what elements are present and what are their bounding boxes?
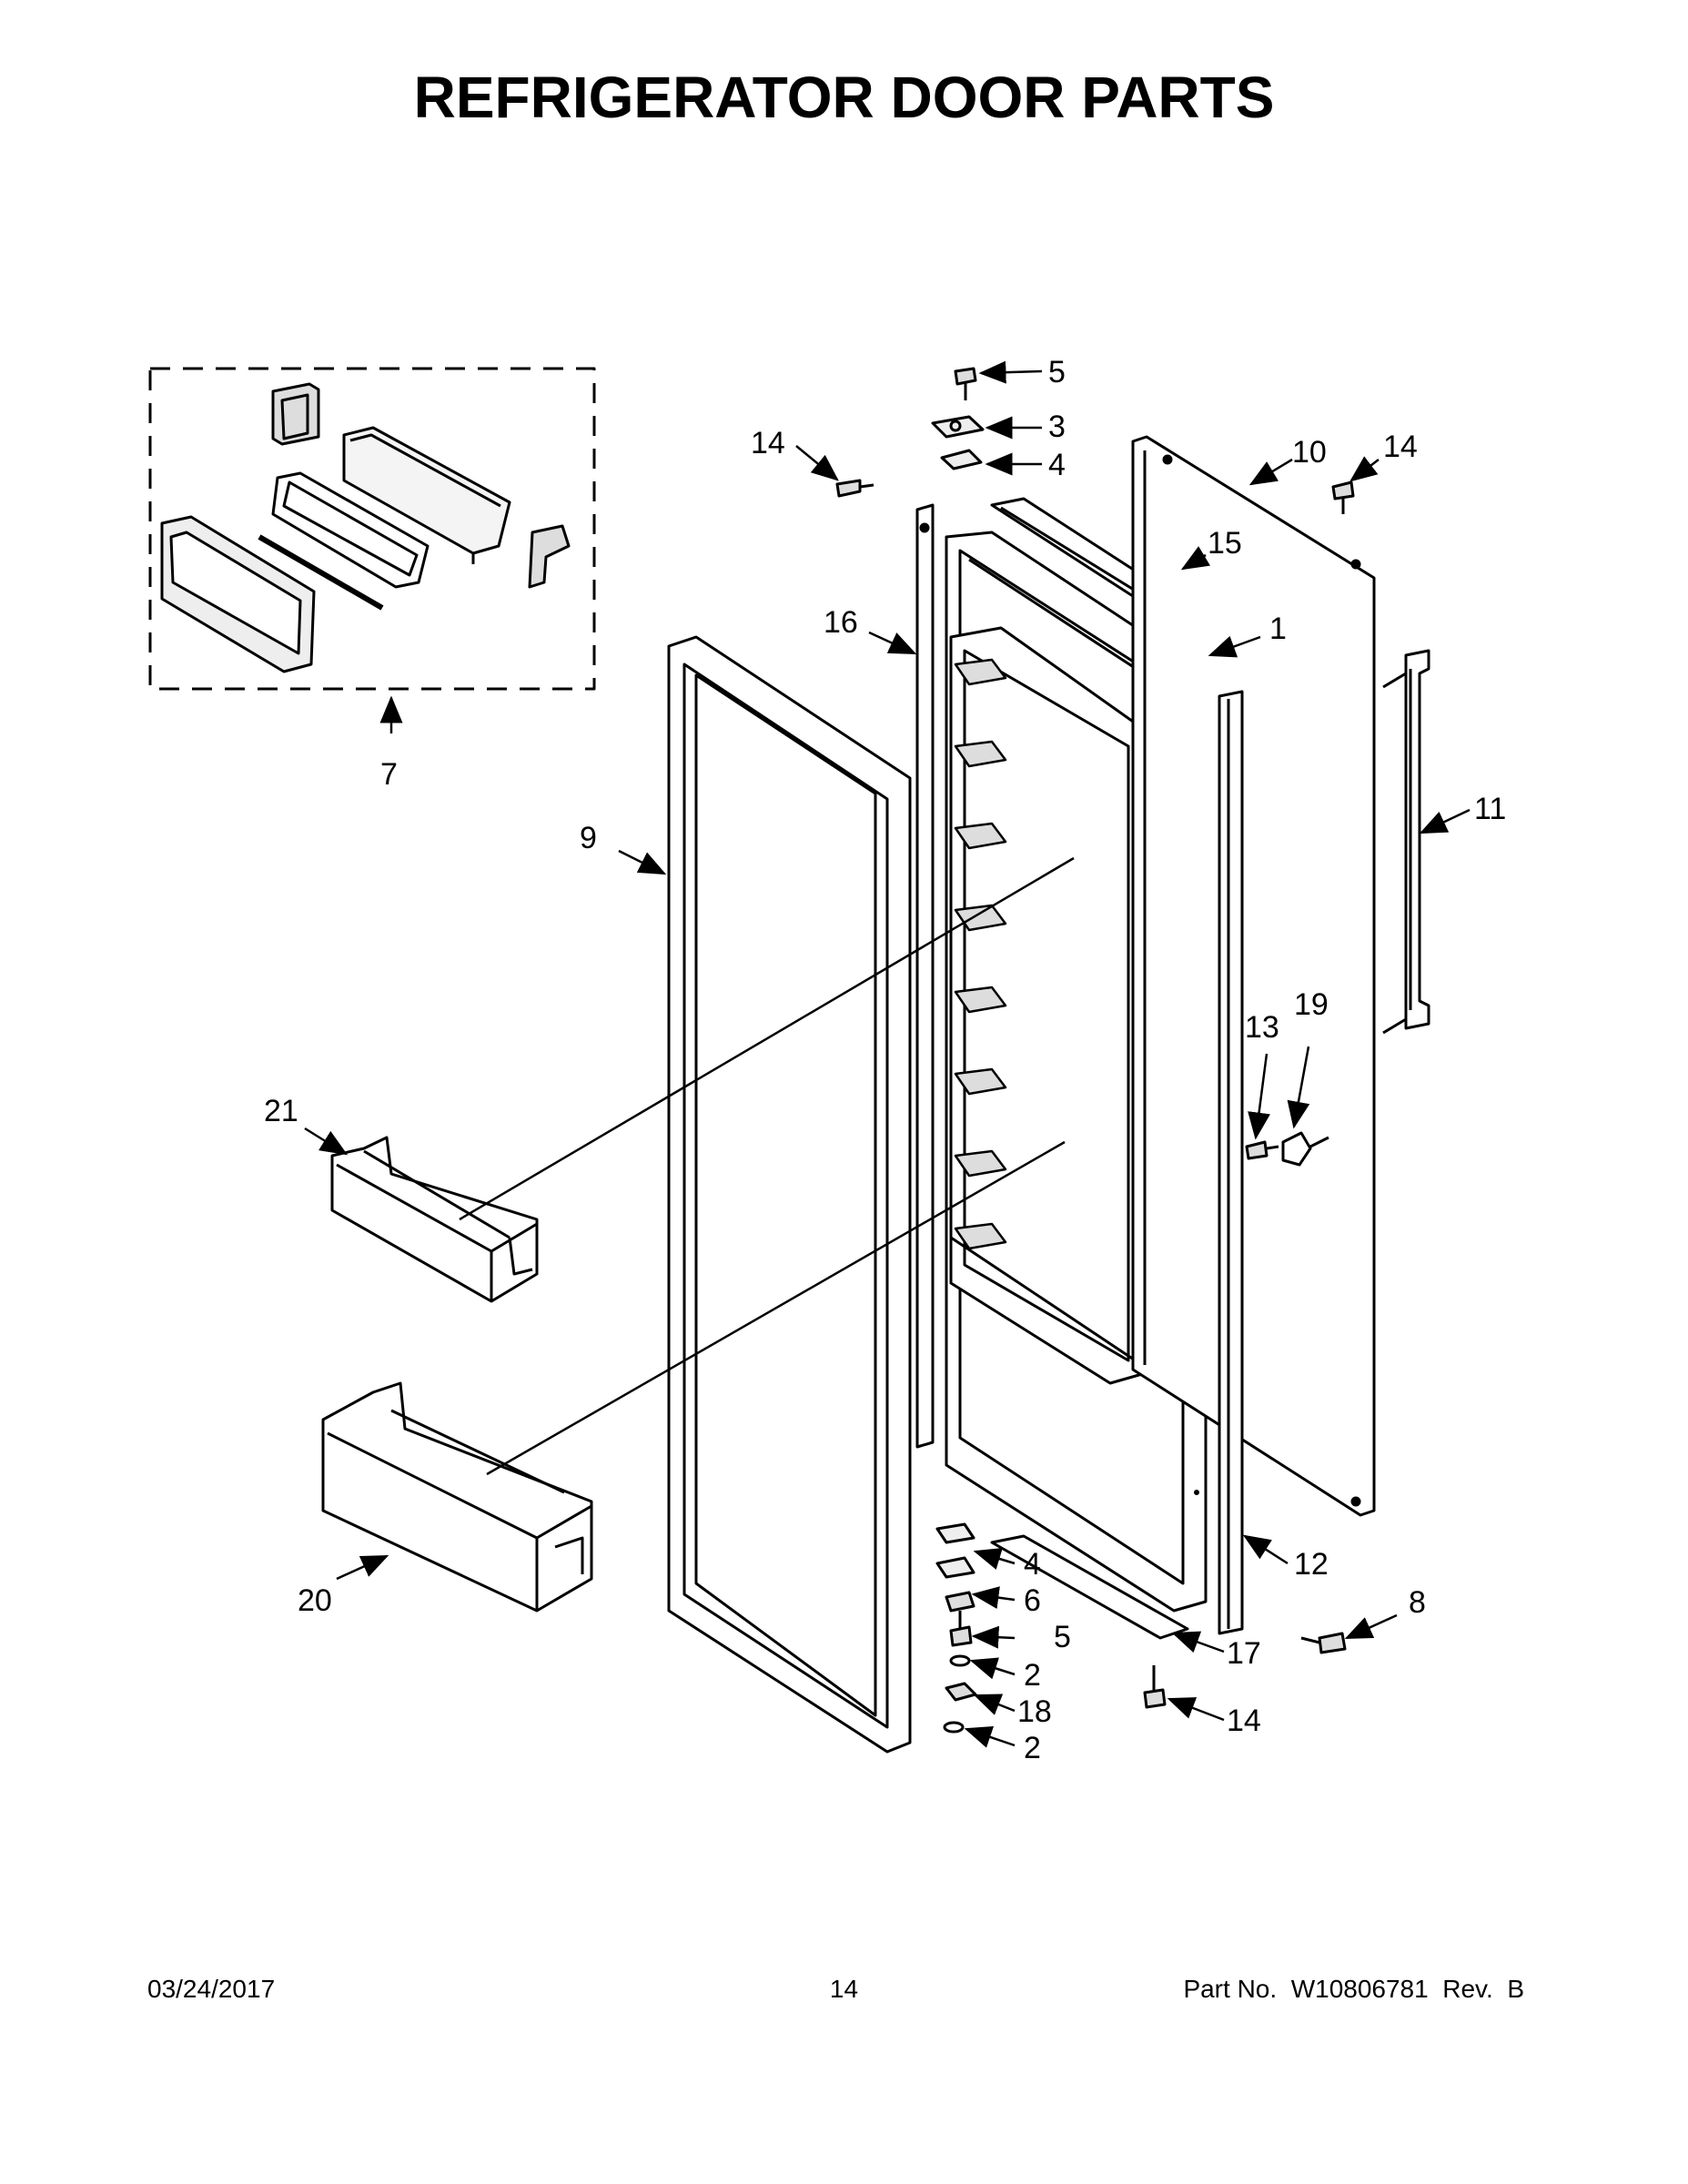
part-16-strip [915, 503, 935, 1449]
callout-7: 7 [380, 757, 398, 792]
footer-page-number: 14 [829, 1975, 859, 2003]
part-17-bottom-bar [990, 1534, 1189, 1640]
part-9-door-gasket [667, 635, 912, 1754]
callout-11: 11 [1474, 792, 1506, 826]
callout-14-top-right: 14 [1383, 430, 1418, 464]
callout-8: 8 [1409, 1585, 1426, 1620]
top-hinge-parts [835, 367, 1355, 514]
callout-18: 18 [1017, 1694, 1052, 1729]
callout-10: 10 [1292, 435, 1327, 470]
page-title: REFRIGERATOR DOOR PARTS [413, 65, 1275, 130]
footer-date: 03/24/2017 [147, 1975, 276, 2003]
callout-9: 9 [580, 821, 597, 855]
part-7-kit-group [148, 367, 596, 691]
callout-14-top-left: 14 [751, 426, 785, 460]
part-20-door-bin [321, 1381, 593, 1613]
callout-17: 17 [1227, 1636, 1261, 1671]
callout-4-top: 4 [1048, 448, 1066, 482]
callout-5-bottom: 5 [1054, 1620, 1071, 1654]
parts-13-19-hardware [1245, 1131, 1329, 1167]
callout-4-bottom: 4 [1024, 1547, 1041, 1582]
callout-16: 16 [824, 605, 858, 640]
callout-21: 21 [264, 1094, 298, 1128]
callout-14-bottom: 14 [1227, 1704, 1261, 1738]
callout-19: 19 [1294, 987, 1329, 1022]
callout-3: 3 [1048, 410, 1066, 444]
part-21-door-bin [330, 1136, 539, 1303]
part-11-handle [1382, 649, 1430, 1035]
callout-1: 1 [1269, 612, 1287, 646]
callout-20: 20 [298, 1583, 332, 1618]
callout-15: 15 [1208, 526, 1242, 561]
callout-12: 12 [1294, 1547, 1329, 1582]
footer-part-number: Part No. W10806781 Rev. B [1183, 1975, 1524, 2003]
callout-6: 6 [1024, 1583, 1041, 1618]
part-10-outer-panel [1131, 435, 1376, 1517]
callout-13: 13 [1245, 1010, 1279, 1045]
callout-5-top: 5 [1048, 355, 1066, 389]
callout-2-upper: 2 [1024, 1658, 1041, 1693]
part-12-strip [1218, 690, 1244, 1635]
callout-2-lower: 2 [1024, 1731, 1041, 1765]
